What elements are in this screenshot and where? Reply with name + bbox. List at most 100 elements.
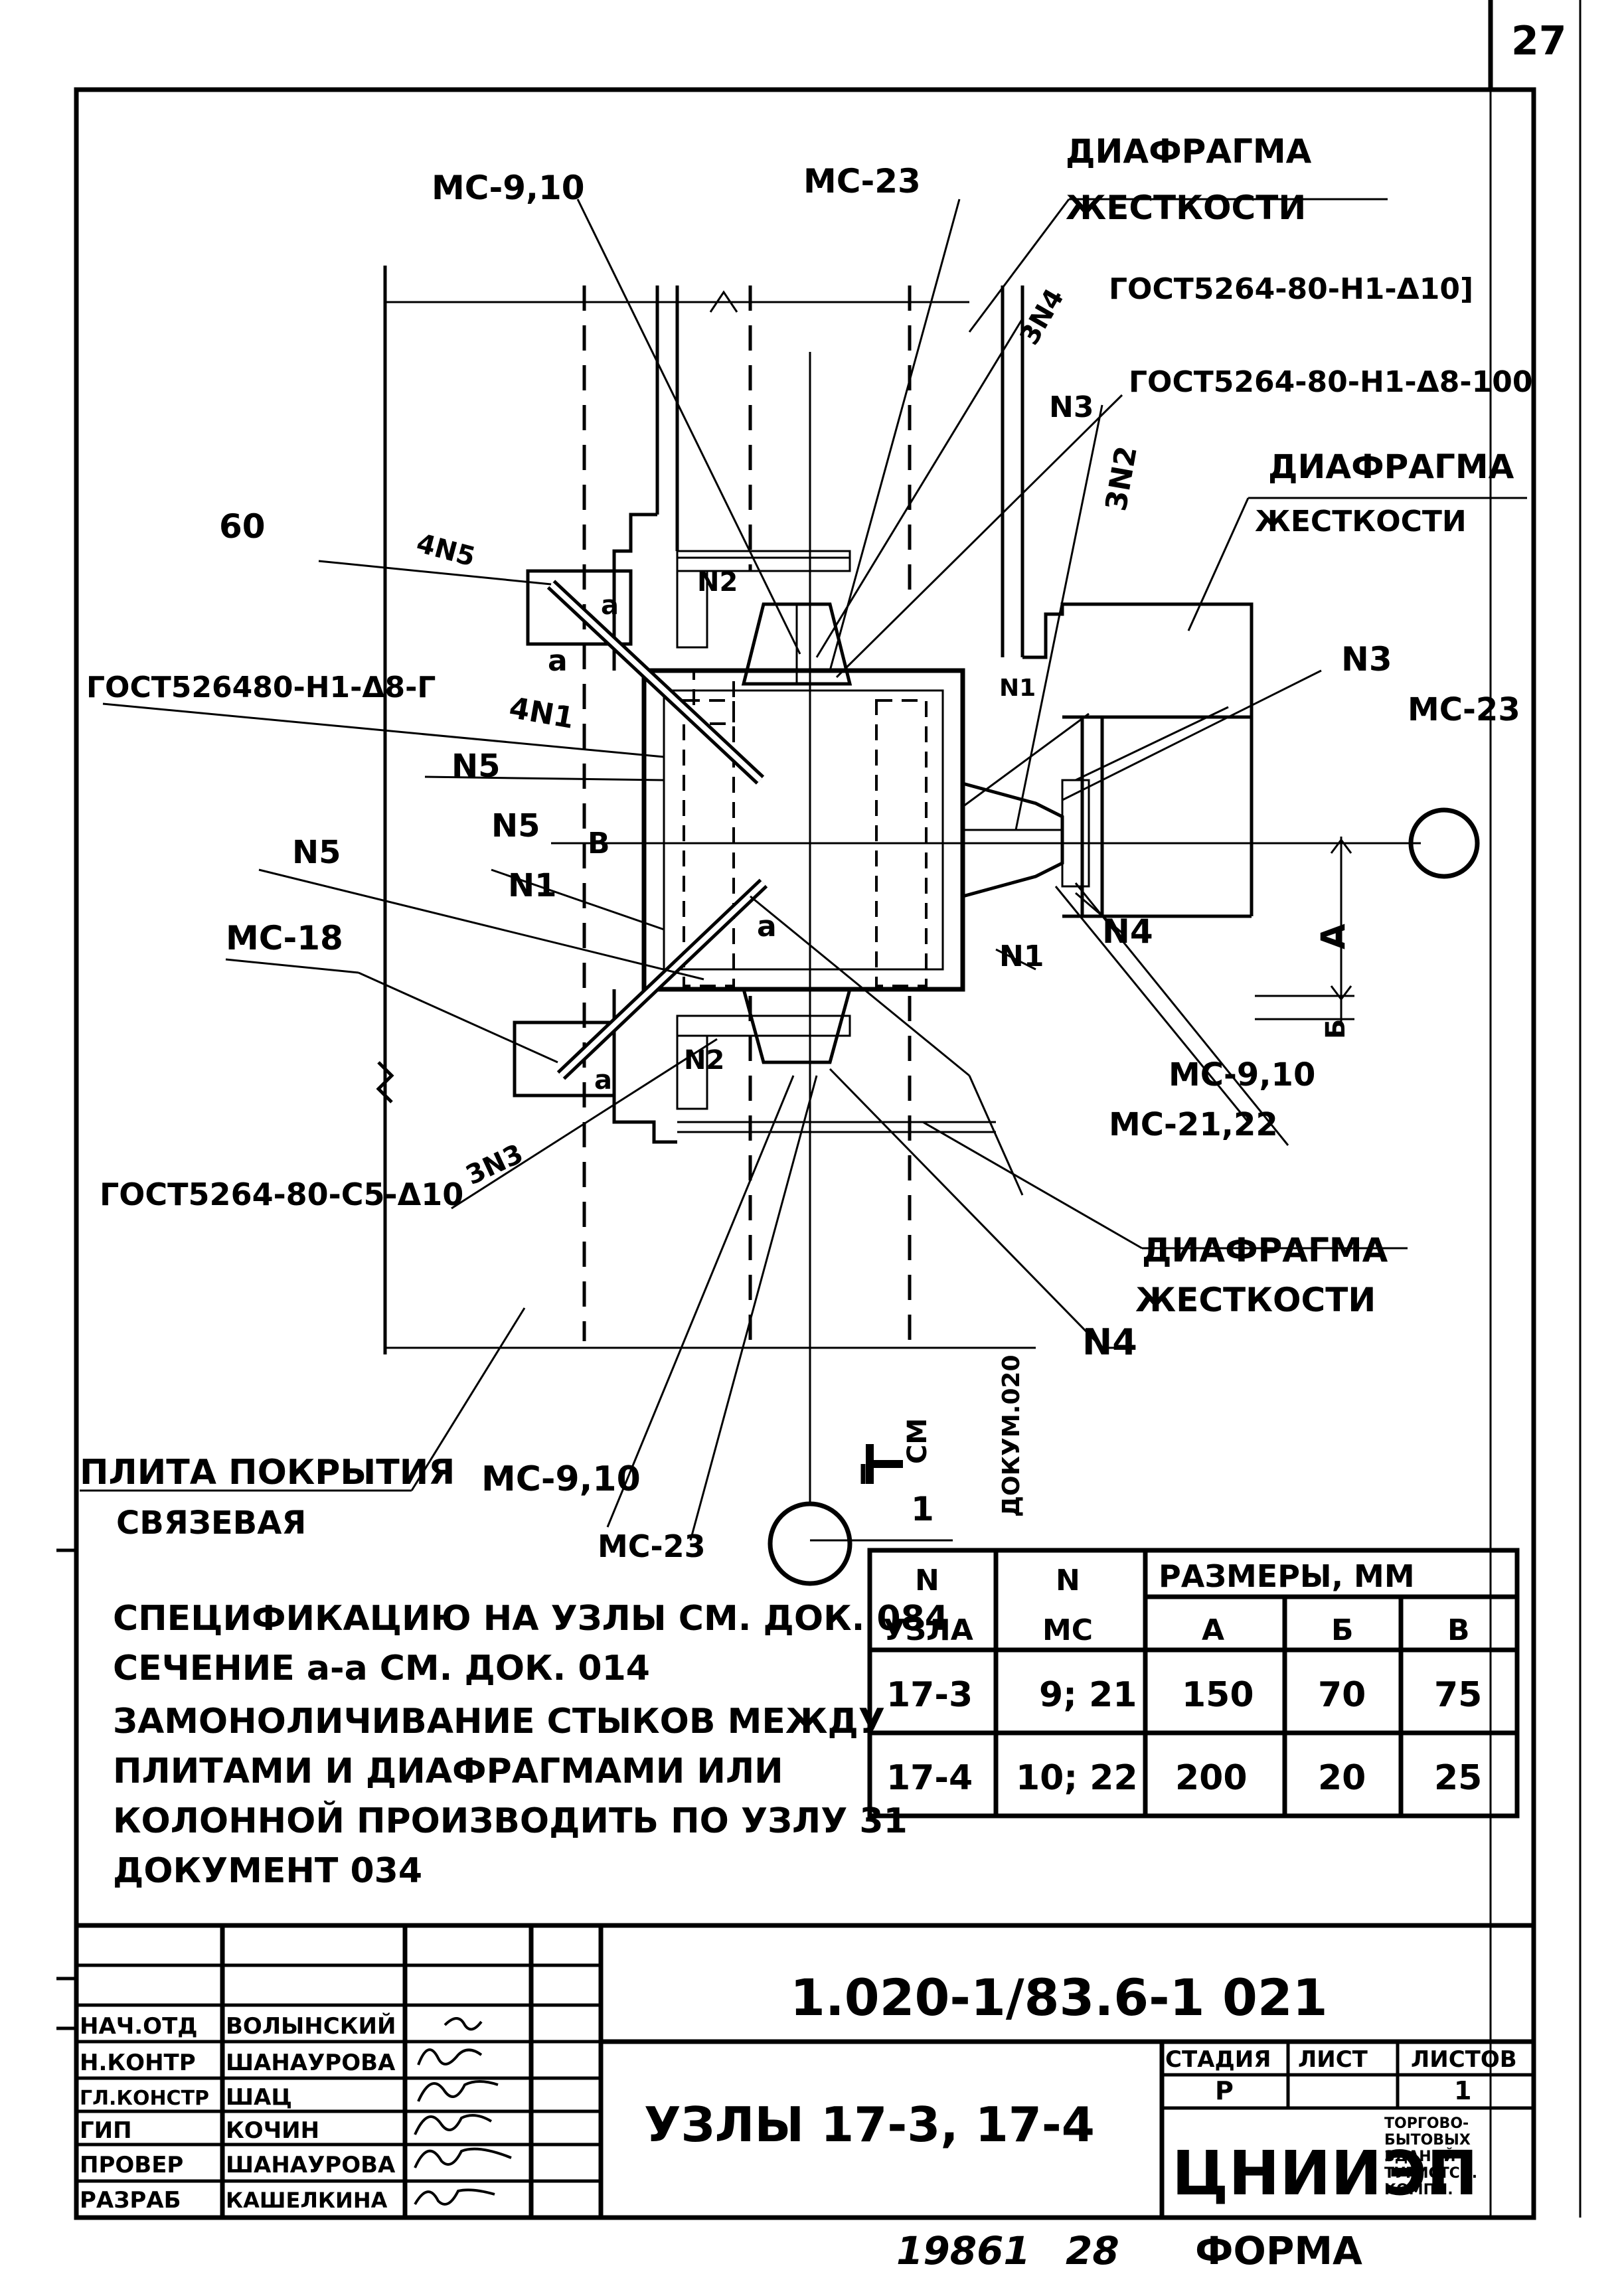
role-label: ГЛ.КОНСТР	[80, 2087, 209, 2110]
note-line-6: ДОКУМЕНТ 034	[113, 1851, 422, 1891]
table-h-node-1: N	[915, 1564, 939, 1597]
table-cell: 10; 22	[1016, 1758, 1138, 1798]
label-weld-bottom: ГОСТ5264-80-С5-Δ10	[100, 1177, 463, 1212]
label-n3-top: N3	[1049, 390, 1094, 424]
label-weld-right: ГОСТ5264-80-Н1-Δ8-100	[1129, 365, 1532, 399]
stage-header: СТАДИЯ	[1165, 2046, 1271, 2073]
label-diaphragm-top-2: ЖЕСТКОСТИ	[1066, 189, 1306, 227]
signatures	[414, 2017, 512, 2206]
label-a-top2: а	[548, 644, 568, 678]
label-n1-right: N1	[999, 675, 1036, 702]
label-mc-18: МС-18	[226, 919, 343, 957]
notes-block: СПЕЦИФИКАЦИЮ НА УЗЛЫ СМ. ДОК. 084 СЕЧЕНИ…	[113, 1599, 949, 1891]
org-name: ЦНИИЭП	[1172, 2138, 1478, 2209]
label-dim-60: 60	[219, 507, 266, 546]
note-line-3: ЗАМОНОЛИЧИВАНИЕ СТЫКОВ МЕЖДУ	[113, 1702, 885, 1742]
node-drawing	[80, 198, 1527, 1586]
role-name: КАШЕЛКИНА	[226, 2188, 388, 2213]
drawing-title: УЗЛЫ 17-3, 17-4	[644, 2097, 1095, 2152]
label-mc-23-right: МС-23	[1408, 691, 1520, 728]
label-diaphragm-bottom-2: ЖЕСТКОСТИ	[1135, 1281, 1376, 1319]
label-n5-b: N5	[491, 807, 540, 845]
label-slab-1: ПЛИТА ПОКРЫТИЯ	[80, 1453, 455, 1493]
label-n2-bottom: N2	[684, 1045, 724, 1076]
sheet-value: 1	[1454, 2076, 1471, 2105]
role-name: ШАНАУРОВА	[226, 2050, 396, 2076]
label-mc-9-10-bottom: МС-9,10	[481, 1459, 641, 1499]
label-4n1: 4N1	[507, 691, 576, 736]
table-cell: 75	[1434, 1675, 1482, 1715]
label-n1-lower: N1	[999, 939, 1044, 973]
label-diaphragm-top-1: ДИАФРАГМА	[1066, 132, 1312, 171]
axis-marker-right	[1408, 807, 1480, 879]
table-cell: 17-4	[886, 1758, 973, 1798]
table-h-b: Б	[1331, 1613, 1354, 1647]
label-n4-bottom: N4	[1082, 1321, 1137, 1363]
label-diaphragm-right-1: ДИАФРАГМА	[1268, 447, 1514, 486]
label-mc-23-bottom: МС-23	[598, 1528, 706, 1564]
label-4n5: 4N5	[413, 528, 478, 573]
table-cell: 150	[1182, 1675, 1254, 1715]
org-sub-line: БЫТОВЫХ	[1384, 2132, 1471, 2149]
label-diaphragm-bottom-1: ДИАФРАГМА	[1142, 1231, 1388, 1269]
note-line-2: СЕЧЕНИЕ а-а СМ. ДОК. 014	[113, 1649, 650, 1688]
role-name: ВОЛЫНСКИЙ	[226, 2012, 396, 2040]
org-sub-line: ТУРИСТСК.	[1384, 2165, 1477, 2182]
label-slab-2: СВЯЗЕВАЯ	[116, 1504, 306, 1542]
label-mc-9-10-top: МС-9,10	[432, 169, 585, 207]
label-mc-23-top: МС-23	[803, 162, 921, 201]
table-h-mc-2: МС	[1042, 1613, 1093, 1647]
role-label: Н.КОНТР	[80, 2050, 196, 2076]
label-a-top1: а	[601, 590, 619, 621]
footer-form: ФОРМА	[1195, 2228, 1362, 2273]
doc-code: 1.020-1/83.6-1 021	[790, 1968, 1328, 2027]
role-name: ШАЦ	[226, 2084, 292, 2111]
label-a-bot: а	[594, 1065, 612, 1096]
params-table: N УЗЛА N МС РАЗМЕРЫ, ММ А Б В 17-3 9; 21…	[867, 1548, 1520, 1819]
label-mc-21-22: МС-21,22	[1109, 1106, 1278, 1143]
table-h-sizes: РАЗМЕРЫ, ММ	[1159, 1558, 1415, 1594]
label-section-ref-2: ДОКУМ.020	[998, 1355, 1025, 1518]
label-n3-right: N3	[1341, 640, 1392, 679]
role-name: КОЧИН	[226, 2117, 319, 2144]
table-cell: 17-3	[886, 1675, 973, 1715]
table-cell: 9; 21	[1039, 1675, 1137, 1715]
table-h-mc-1: N	[1056, 1564, 1080, 1597]
label-weld-top-gost: ГОСТ5264-80-Н1-Δ10]	[1109, 272, 1473, 306]
note-line-5: КОЛОННОЙ ПРОИЗВОДИТЬ ПО УЗЛУ 31	[113, 1801, 908, 1841]
label-mc-9-10-right: МС-9,10	[1169, 1056, 1315, 1094]
label-b: В	[588, 827, 610, 860]
label-weld-left: ГОСТ526480-Н1-Δ8-Г	[86, 671, 436, 704]
sheets-header: ЛИСТОВ	[1411, 2046, 1517, 2073]
org-sub-line: ТОРГОВО-	[1384, 2115, 1469, 2132]
org-sub-line: ЗДАНИЙ И	[1384, 2148, 1473, 2165]
stage-value: Р	[1215, 2076, 1234, 2105]
label-n5-a: N5	[451, 748, 501, 785]
role-label: ГИП	[80, 2117, 132, 2144]
label-3n3: 3N3	[461, 1139, 528, 1191]
label-a-mid: а	[757, 910, 777, 943]
axis-marker-bottom	[768, 1501, 853, 1586]
role-label: НАЧ.ОТД	[80, 2013, 198, 2040]
label-section-ref-1: СМ	[902, 1418, 933, 1464]
table-h-a: А	[1202, 1613, 1224, 1647]
sheet-header: ЛИСТ	[1298, 2046, 1368, 2073]
role-label: ПРОВЕР	[80, 2152, 183, 2178]
label-n5-c: N5	[292, 834, 341, 871]
role-name: ШАНАУРОВА	[226, 2152, 396, 2178]
table-cell: 200	[1175, 1758, 1248, 1798]
label-n1-left: N1	[508, 867, 557, 904]
label-n4-right: N4	[1102, 912, 1153, 951]
title-block: 1.020-1/83.6-1 021 УЗЛЫ 17-3, 17-4 СТАДИ…	[76, 1923, 1534, 2218]
table-h-node-2: УЗЛА	[883, 1613, 973, 1647]
footer-copy: 28	[1066, 2228, 1119, 2273]
note-line-1: СПЕЦИФИКАЦИЮ НА УЗЛЫ СМ. ДОК. 084	[113, 1599, 949, 1639]
label-dim-b: Б	[1321, 1019, 1351, 1040]
label-diaphragm-right-2: ЖЕСТКОСТИ	[1255, 505, 1467, 538]
footer: 19861 28 ФОРМА	[896, 2228, 1362, 2273]
label-3n2: 3N2	[1099, 444, 1144, 513]
sheet-frame	[74, 87, 1536, 2220]
label-dim-a: А	[1314, 924, 1352, 949]
label-n2-top: N2	[697, 567, 738, 598]
